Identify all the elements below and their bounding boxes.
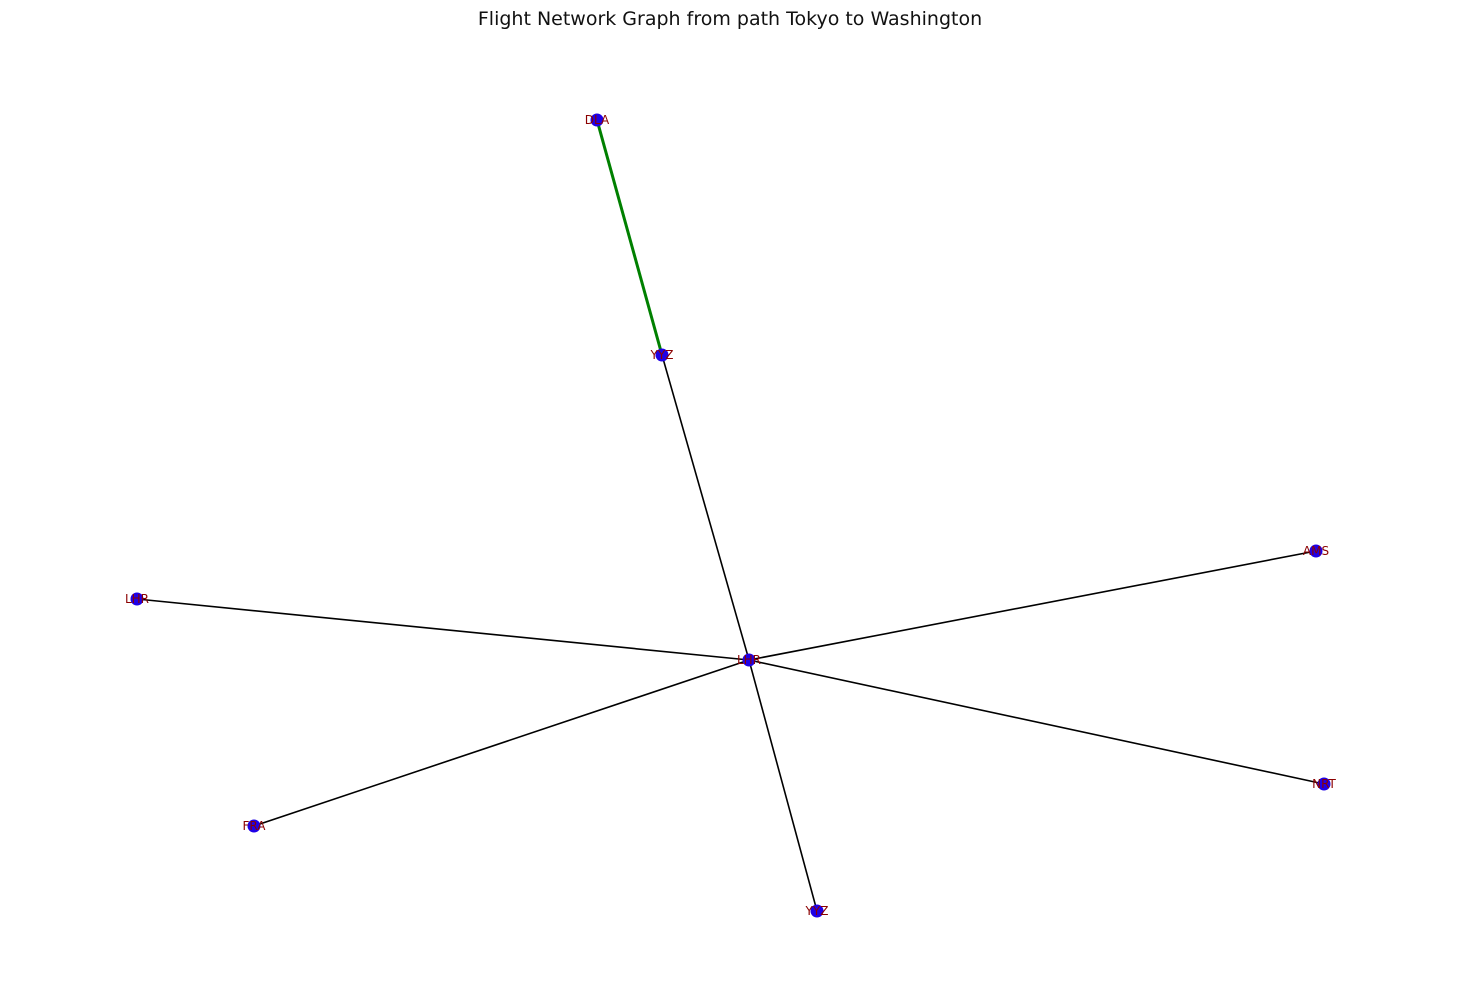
graph-edge bbox=[136, 598, 750, 661]
node-label: YYZ bbox=[650, 348, 674, 362]
node-label: LHR bbox=[737, 653, 761, 667]
graph-node bbox=[655, 348, 669, 362]
nodes-layer bbox=[130, 113, 1331, 918]
graph-edge bbox=[748, 659, 1325, 785]
graph-node bbox=[810, 904, 824, 918]
node-label: LHR bbox=[125, 592, 149, 606]
graph-edge bbox=[748, 659, 818, 912]
graph-edge bbox=[748, 550, 1317, 661]
labels-layer: DLA YYZ LHR AMS LHR FRA YYZ NRT bbox=[125, 113, 1337, 918]
path-edge bbox=[595, 119, 664, 356]
graph-edge bbox=[661, 354, 750, 661]
node-label: NRT bbox=[1312, 777, 1336, 791]
edges-layer bbox=[136, 119, 1325, 912]
graph-node bbox=[130, 592, 144, 606]
node-label: FRA bbox=[243, 819, 267, 833]
node-label: AMS bbox=[1303, 544, 1329, 558]
graph-node bbox=[742, 653, 756, 667]
graph-node bbox=[1317, 777, 1331, 791]
graph-title: Flight Network Graph from path Tokyo to … bbox=[477, 8, 983, 30]
node-label: DLA bbox=[585, 113, 610, 127]
graph-node bbox=[1309, 544, 1323, 558]
graph-node bbox=[590, 113, 604, 127]
graph-node bbox=[247, 819, 261, 833]
graph-edge bbox=[253, 659, 750, 827]
node-label: YYZ bbox=[805, 904, 829, 918]
